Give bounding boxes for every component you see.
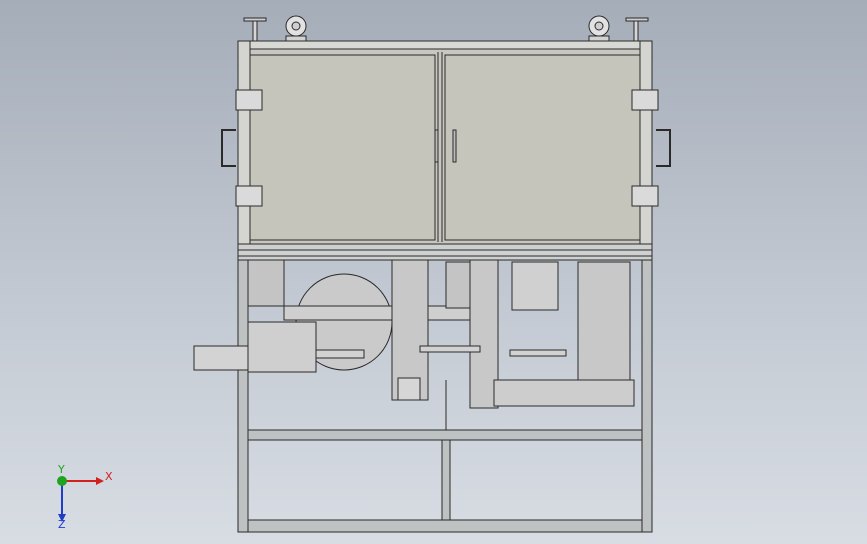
x-axis-label: X	[105, 470, 113, 483]
y-axis-arrow	[57, 476, 67, 486]
side-handles	[221, 129, 671, 167]
lower-frame	[237, 255, 653, 533]
y-axis-label: Y	[57, 463, 65, 476]
top-leveling-feet	[243, 15, 649, 43]
z-axis-label: Z	[58, 518, 66, 531]
upper-cabinet	[237, 40, 653, 257]
mechanism-assembly	[193, 259, 635, 430]
machine-model[interactable]	[193, 15, 671, 533]
coordinate-triad: X Y Z	[57, 463, 113, 531]
door-hinges	[235, 89, 659, 207]
